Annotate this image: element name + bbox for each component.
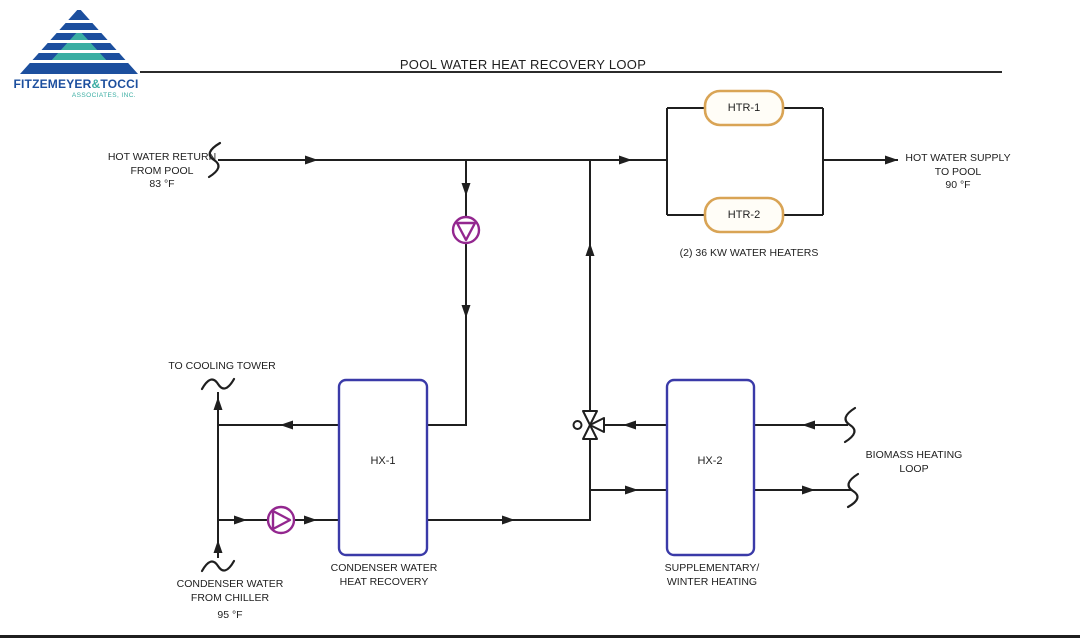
heat-exchanger-hx1-shape (337, 378, 429, 557)
hot-water-return-label: HOT WATER RETURN FROM POOL 83 °F (87, 151, 237, 192)
heater-htr1-tag: HTR-1 (727, 102, 761, 114)
pump-impeller (271, 509, 292, 531)
logo-name-2: TOCCI (100, 77, 139, 91)
label-line: CONDENSER WATER (330, 562, 438, 574)
heater-htr2-shape (703, 196, 785, 234)
company-logo: FITZEMEYER&TOCCI ASSOCIATES, INC. (0, 0, 150, 110)
hx1-caption: CONDENSER WATER HEAT RECOVERY (299, 562, 469, 589)
pipe-heater-loop (666, 107, 824, 216)
label-line: FROM CHILLER (190, 591, 270, 604)
flow-arrow-icon (623, 420, 636, 430)
flow-arrows (213, 155, 898, 553)
flow-arrow-icon (802, 485, 815, 495)
pump-icon (451, 215, 481, 245)
valve-actuator (572, 420, 583, 430)
drawing-title: POOL WATER HEAT RECOVERY LOOP (399, 57, 647, 72)
flow-arrow-icon (461, 305, 471, 318)
water-heaters-caption: (2) 36 KW WATER HEATERS (679, 247, 819, 259)
pipe-break-icon (207, 141, 222, 179)
logo-pyramid-icon (20, 10, 138, 74)
heat-exchanger-hx2-shape (665, 378, 756, 557)
valve-triangle (582, 410, 598, 426)
heater-htr2-tag: HTR-2 (727, 209, 761, 221)
flow-arrow-icon (802, 420, 815, 430)
flow-arrow-icon (619, 155, 632, 165)
logo-subtitle: ASSOCIATES, INC. (71, 92, 136, 99)
hot-water-supply-label: HOT WATER SUPPLY TO POOL 90 °F (883, 152, 1033, 193)
label-line: HOT WATER RETURN (107, 151, 217, 163)
title-rule-line (140, 71, 1002, 73)
heat-exchanger-hx2-tag: HX-2 (697, 455, 723, 467)
three-way-valve-icon (572, 410, 605, 440)
temperature-value: 83 °F (149, 178, 175, 190)
hx2-caption: SUPPLEMENTARY/ WINTER HEATING (627, 562, 797, 589)
to-cooling-tower-label: TO COOLING TOWER (168, 360, 276, 372)
logo-name-1: FITZEMEYER (13, 77, 92, 91)
heater-htr1-shape (703, 89, 785, 127)
flow-arrow-icon (234, 515, 247, 525)
flow-arrow-icon (625, 485, 638, 495)
pipe-hx1-out-riser (427, 160, 591, 521)
flow-arrow-icon (213, 397, 223, 410)
logo-company-name: FITZEMEYER&TOCCI (12, 77, 140, 91)
biomass-heating-loop-label: BIOMASS HEATING LOOP (829, 449, 999, 476)
condenser-from-chiller-label: CONDENSER WATER FROM CHILLER 95 °F (145, 578, 315, 623)
pipe-pool-water-to-hx1 (427, 160, 467, 426)
flow-arrow-icon (305, 155, 318, 165)
pump-icon (266, 505, 296, 535)
pipe-break-icon (843, 406, 857, 444)
label-line: CONDENSER WATER (176, 578, 284, 590)
label-line: LOOP (899, 462, 929, 475)
valve-triangle (589, 417, 605, 433)
flow-arrow-icon (502, 515, 515, 525)
flow-arrow-icon (280, 420, 293, 430)
equipment-shapes (337, 89, 785, 557)
label-line: FROM POOL (130, 164, 194, 177)
bottom-border-line (0, 635, 1080, 638)
label-line: WINTER HEATING (666, 575, 758, 588)
temperature-value: 90 °F (945, 179, 971, 191)
label-line: SUPPLEMENTARY/ (664, 562, 760, 574)
pipe-break-icon (846, 472, 860, 509)
pipe-break-icon (200, 559, 236, 573)
temperature-value: 95 °F (217, 609, 243, 621)
flow-arrow-icon (885, 155, 898, 165)
flow-arrow-icon (461, 183, 471, 196)
pipe-break-icon (200, 377, 236, 391)
label-line: TO POOL (934, 165, 982, 178)
label-line: HEAT RECOVERY (339, 575, 429, 588)
pump-impeller (455, 221, 477, 242)
flow-arrow-icon (304, 515, 317, 525)
heat-exchanger-hx1-tag: HX-1 (370, 455, 396, 467)
pipe-breaks (200, 141, 860, 573)
flow-arrow-icon (213, 540, 223, 553)
pipes (217, 107, 898, 558)
valve-triangle (582, 424, 598, 440)
label-line: HOT WATER SUPPLY (905, 152, 1011, 164)
flow-arrow-icon (585, 243, 595, 256)
logo-ampersand: & (91, 77, 101, 91)
label-line: BIOMASS HEATING (865, 449, 963, 461)
